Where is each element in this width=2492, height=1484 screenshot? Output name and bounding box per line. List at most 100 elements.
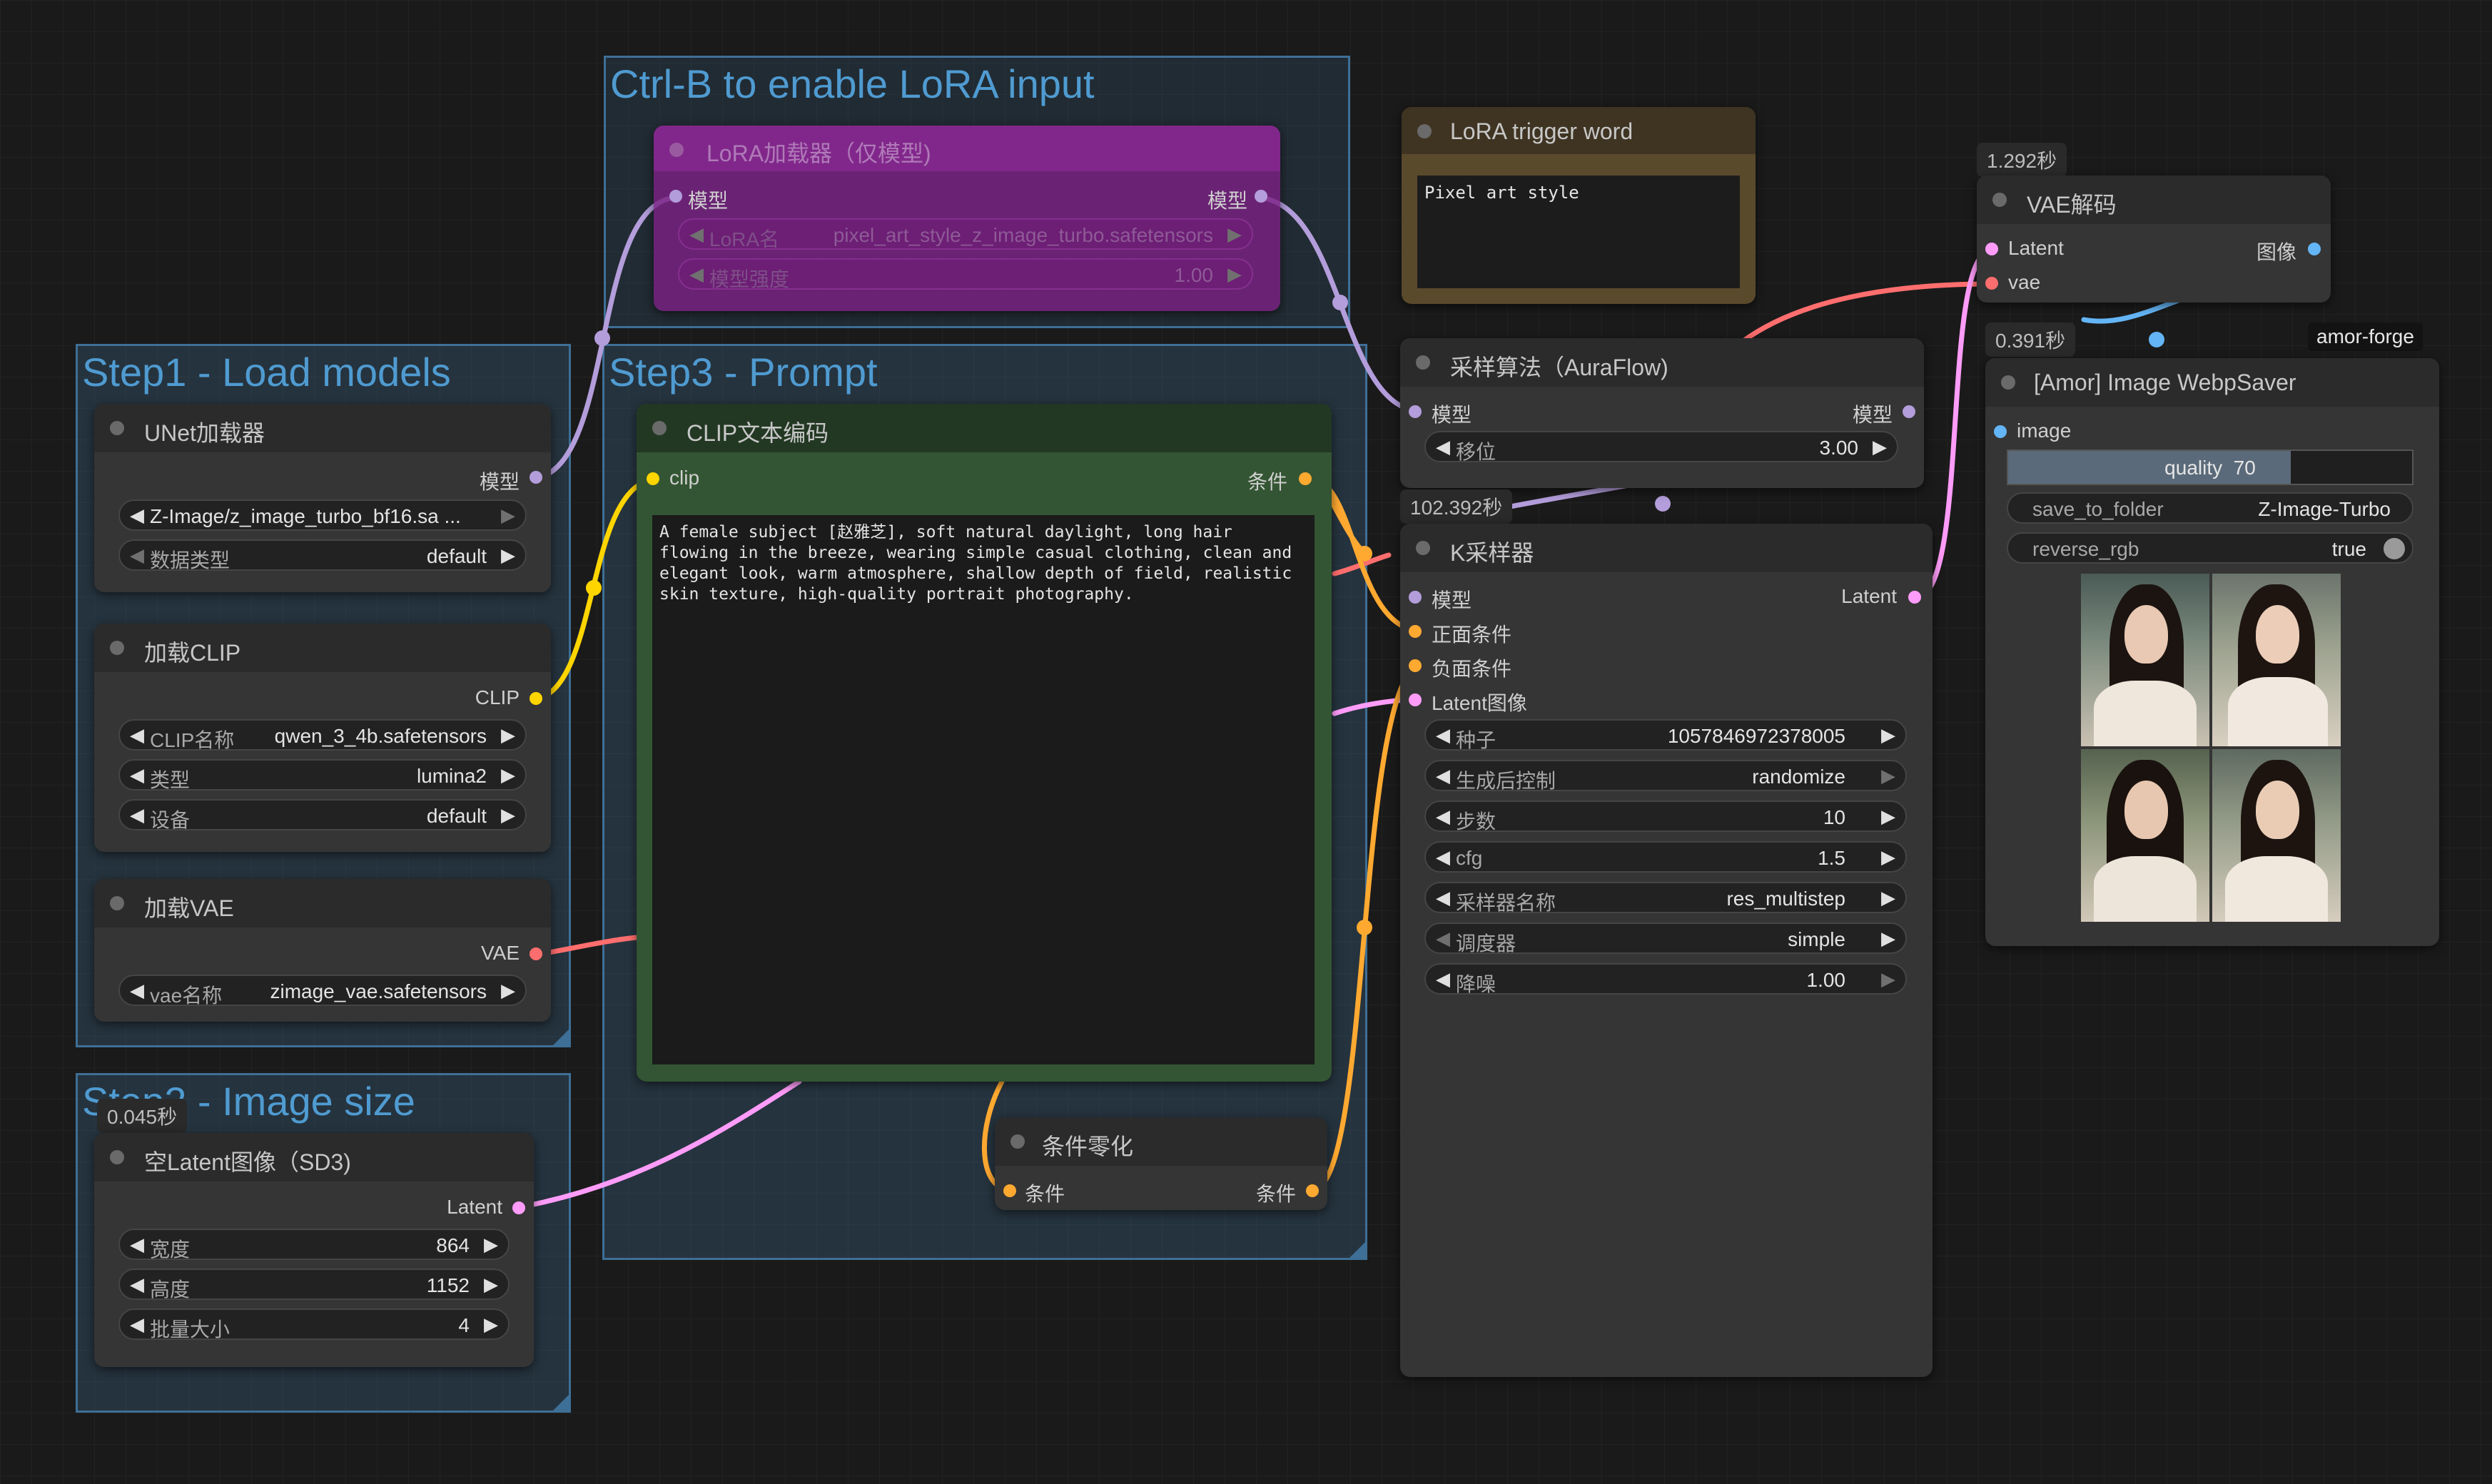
- shift-widget[interactable]: ◀ 移位 3.00 ▶: [1424, 431, 1898, 463]
- decrement-arrow-icon[interactable]: ◀: [1436, 805, 1450, 827]
- collapse-dot-icon[interactable]: [1417, 124, 1432, 138]
- decrement-arrow-icon[interactable]: ◀: [1436, 887, 1450, 908]
- input-model-pin[interactable]: [1409, 591, 1422, 604]
- decrement-arrow-icon[interactable]: ◀: [130, 1313, 144, 1335]
- output-model-pin[interactable]: [1255, 190, 1267, 203]
- output-conditioning-pin[interactable]: [1299, 472, 1312, 485]
- increment-arrow-icon[interactable]: ▶: [501, 724, 515, 746]
- collapse-dot-icon[interactable]: [1416, 541, 1430, 555]
- increment-arrow-icon[interactable]: ▶: [1881, 928, 1895, 949]
- node-header[interactable]: [1400, 338, 1924, 387]
- node-header[interactable]: [94, 1133, 534, 1181]
- input-model-pin[interactable]: [669, 190, 682, 203]
- decrement-arrow-icon[interactable]: ◀: [130, 504, 144, 526]
- vae-loader-node[interactable]: 加载VAE VAE ◀ vae名称 zimage_vae.safetensors…: [94, 879, 551, 1022]
- output-thumbnail[interactable]: [2212, 749, 2341, 922]
- trigger-word-node[interactable]: LoRA trigger word Pixel art style: [1402, 107, 1756, 304]
- node-header[interactable]: [94, 404, 551, 452]
- clip-device-widget[interactable]: ◀ 设备 default ▶: [118, 799, 527, 831]
- dtype-widget[interactable]: ◀ 数据类型 default ▶: [118, 539, 527, 571]
- decrement-arrow-icon[interactable]: ◀: [1436, 968, 1450, 990]
- height-widget[interactable]: ◀ 高度 1152 ▶: [118, 1269, 510, 1301]
- output-vae-pin[interactable]: [530, 947, 542, 960]
- vae-decode-node[interactable]: VAE解码 Latent 图像 vae: [1977, 176, 2331, 303]
- decrement-arrow-icon[interactable]: ◀: [130, 544, 144, 566]
- strength-widget[interactable]: ◀ 模型强度 1.00 ▶: [678, 258, 1253, 290]
- decrement-arrow-icon[interactable]: ◀: [130, 724, 144, 746]
- node-header[interactable]: [1402, 107, 1756, 154]
- decrement-arrow-icon[interactable]: ◀: [1436, 765, 1450, 786]
- input-model-pin[interactable]: [1409, 405, 1422, 418]
- input-image-pin[interactable]: [1994, 425, 2007, 438]
- collapse-dot-icon[interactable]: [110, 1150, 124, 1164]
- steps-widget[interactable]: ◀ 步数 10 ▶: [1424, 801, 1907, 833]
- decrement-arrow-icon[interactable]: ◀: [130, 1234, 144, 1255]
- input-latent-pin[interactable]: [1985, 243, 1998, 255]
- conditioning-zero-node[interactable]: 条件零化 条件 条件: [995, 1117, 1327, 1210]
- group-resize-handle[interactable]: [553, 1030, 569, 1045]
- output-model-pin[interactable]: [1903, 405, 1915, 418]
- increment-arrow-icon[interactable]: ▶: [1227, 263, 1242, 285]
- batch-size-widget[interactable]: ◀ 批量大小 4 ▶: [118, 1308, 510, 1341]
- clip-text-encode-node[interactable]: CLIP文本编码 clip 条件 A female subject [赵雅芝],…: [637, 404, 1332, 1082]
- output-clip-pin[interactable]: [530, 692, 542, 705]
- output-thumbnail[interactable]: [2081, 749, 2209, 922]
- node-header[interactable]: [995, 1117, 1327, 1166]
- unet-loader-node[interactable]: UNet加载器 模型 ◀ Z-Image/z_image_turbo_bf16.…: [94, 404, 551, 592]
- increment-arrow-icon[interactable]: ▶: [501, 980, 515, 1001]
- increment-arrow-icon[interactable]: ▶: [1881, 765, 1895, 786]
- input-latent-pin[interactable]: [1409, 693, 1422, 706]
- increment-arrow-icon[interactable]: ▶: [484, 1234, 498, 1255]
- collapse-dot-icon[interactable]: [110, 641, 124, 655]
- webp-saver-node[interactable]: [Amor] Image WebpSaver image quality 70 …: [1985, 358, 2439, 946]
- toggle-knob-icon[interactable]: [2384, 538, 2405, 559]
- input-vae-pin[interactable]: [1985, 277, 1998, 290]
- node-header[interactable]: [1977, 176, 2331, 224]
- collapse-dot-icon[interactable]: [669, 143, 684, 157]
- increment-arrow-icon[interactable]: ▶: [1881, 846, 1895, 868]
- decrement-arrow-icon[interactable]: ◀: [689, 263, 704, 285]
- increment-arrow-icon[interactable]: ▶: [1227, 223, 1242, 245]
- collapse-dot-icon[interactable]: [110, 896, 124, 910]
- node-header[interactable]: [637, 404, 1332, 452]
- output-thumbnail[interactable]: [2212, 574, 2341, 746]
- output-latent-pin[interactable]: [512, 1201, 525, 1214]
- cfg-widget[interactable]: ◀ cfg 1.5 ▶: [1424, 841, 1907, 873]
- increment-arrow-icon[interactable]: ▶: [501, 804, 515, 825]
- control-after-generate-widget[interactable]: ◀ 生成后控制 randomize ▶: [1424, 760, 1907, 792]
- decrement-arrow-icon[interactable]: ◀: [1436, 724, 1450, 746]
- input-clip-pin[interactable]: [647, 472, 659, 485]
- denoise-widget[interactable]: ◀ 降噪 1.00 ▶: [1424, 963, 1907, 995]
- decrement-arrow-icon[interactable]: ◀: [130, 1274, 144, 1295]
- collapse-dot-icon[interactable]: [652, 421, 667, 435]
- node-header[interactable]: [654, 126, 1280, 171]
- quality-slider[interactable]: quality 70: [2007, 449, 2414, 485]
- node-header[interactable]: [1985, 358, 2439, 407]
- increment-arrow-icon[interactable]: ▶: [501, 504, 515, 526]
- sampling-auraflow-node[interactable]: 采样算法（AuraFlow) 模型 模型 ◀ 移位 3.00 ▶: [1400, 338, 1924, 488]
- width-widget[interactable]: ◀ 宽度 864 ▶: [118, 1229, 510, 1261]
- group-resize-handle[interactable]: [553, 1395, 569, 1411]
- increment-arrow-icon[interactable]: ▶: [1881, 724, 1895, 746]
- input-negative-pin[interactable]: [1409, 659, 1422, 672]
- increment-arrow-icon[interactable]: ▶: [501, 544, 515, 566]
- output-image-pin[interactable]: [2308, 243, 2321, 255]
- node-header[interactable]: [94, 624, 551, 672]
- prompt-textarea[interactable]: A female subject [赵雅芝], soft natural day…: [652, 515, 1315, 1064]
- scheduler-widget[interactable]: ◀ 调度器 simple ▶: [1424, 923, 1907, 955]
- decrement-arrow-icon[interactable]: ◀: [689, 223, 704, 245]
- increment-arrow-icon[interactable]: ▶: [501, 764, 515, 786]
- input-positive-pin[interactable]: [1409, 625, 1422, 638]
- clip-loader-node[interactable]: 加载CLIP CLIP ◀ CLIP名称 qwen_3_4b.safetenso…: [94, 624, 551, 852]
- collapse-dot-icon[interactable]: [110, 421, 124, 435]
- decrement-arrow-icon[interactable]: ◀: [130, 804, 144, 825]
- vae-name-widget[interactable]: ◀ vae名称 zimage_vae.safetensors ▶: [118, 975, 527, 1007]
- collapse-dot-icon[interactable]: [1011, 1134, 1025, 1149]
- unet-name-widget[interactable]: ◀ Z-Image/z_image_turbo_bf16.sa ... ▶: [118, 499, 527, 531]
- collapse-dot-icon[interactable]: [1416, 355, 1430, 370]
- input-conditioning-pin[interactable]: [1003, 1184, 1016, 1197]
- group-resize-handle[interactable]: [1349, 1242, 1365, 1258]
- increment-arrow-icon[interactable]: ▶: [484, 1313, 498, 1335]
- seed-widget[interactable]: ◀ 种子 1057846972378005 ▶: [1424, 719, 1907, 751]
- reverse-rgb-toggle[interactable]: reverse_rgb true: [2007, 532, 2414, 564]
